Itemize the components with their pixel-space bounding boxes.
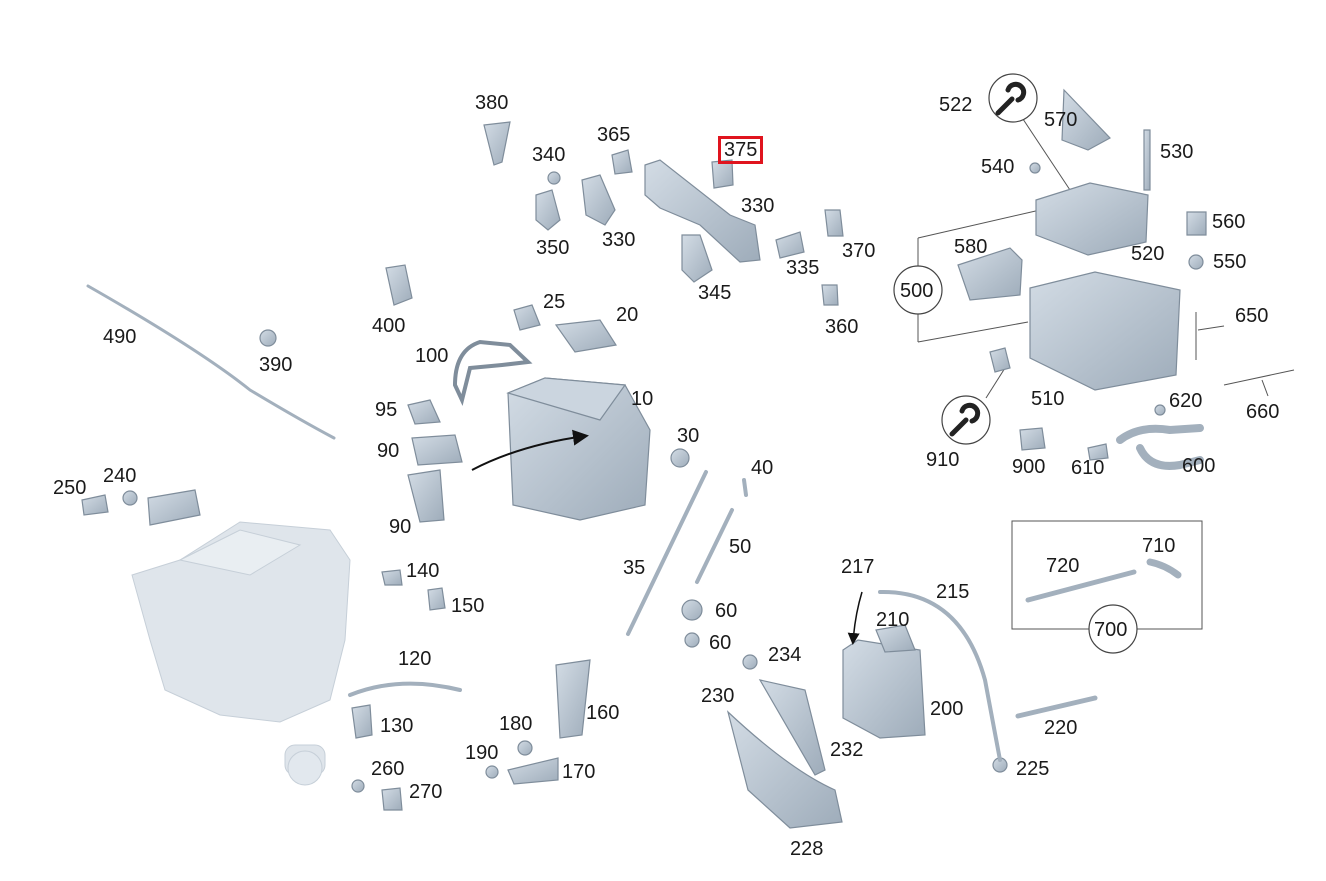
- label-620[interactable]: 620: [1169, 390, 1203, 412]
- label-520[interactable]: 520: [1131, 243, 1165, 265]
- wrench-icon-522: [988, 73, 1038, 123]
- label-530[interactable]: 530: [1160, 141, 1194, 163]
- label-700[interactable]: 700: [1094, 619, 1128, 641]
- label-230[interactable]: 230: [701, 685, 735, 707]
- label-160[interactable]: 160: [586, 702, 620, 724]
- wrench-icon-910: [941, 395, 991, 445]
- label-217[interactable]: 217: [841, 556, 875, 578]
- label-370[interactable]: 370: [842, 240, 876, 262]
- label-228[interactable]: 228: [790, 838, 824, 860]
- label-232[interactable]: 232: [830, 739, 864, 761]
- label-250[interactable]: 250: [53, 477, 87, 499]
- label-550[interactable]: 550: [1213, 251, 1247, 273]
- pipe-710: [1146, 558, 1182, 579]
- label-360[interactable]: 360: [825, 316, 859, 338]
- label-260[interactable]: 260: [371, 758, 405, 780]
- label-390[interactable]: 390: [259, 354, 293, 376]
- label-225[interactable]: 225: [1016, 758, 1050, 780]
- rod-35: [626, 470, 708, 636]
- label-60-top[interactable]: 60: [715, 600, 738, 622]
- label-490[interactable]: 490: [103, 326, 137, 348]
- group-700-circle: [1088, 604, 1138, 654]
- label-270[interactable]: 270: [409, 781, 443, 803]
- label-180[interactable]: 180: [499, 713, 533, 735]
- aux-battery-arrow: [847, 591, 863, 645]
- pipe-600: [1116, 424, 1204, 470]
- label-600[interactable]: 600: [1182, 455, 1216, 477]
- label-720[interactable]: 720: [1046, 555, 1080, 577]
- label-90-top[interactable]: 90: [377, 440, 400, 462]
- label-120[interactable]: 120: [398, 648, 432, 670]
- label-560[interactable]: 560: [1212, 211, 1246, 233]
- cable-215: [878, 589, 1002, 762]
- label-350[interactable]: 350: [536, 237, 570, 259]
- label-335[interactable]: 335: [786, 257, 820, 279]
- rod-50: [695, 508, 734, 584]
- label-900[interactable]: 900: [1012, 456, 1046, 478]
- label-365[interactable]: 365: [597, 124, 631, 146]
- label-215[interactable]: 215: [936, 581, 970, 603]
- label-140[interactable]: 140: [406, 560, 440, 582]
- label-340[interactable]: 340: [532, 144, 566, 166]
- engine-illustration: [131, 521, 351, 776]
- aux-battery: [842, 639, 926, 739]
- label-234[interactable]: 234: [768, 644, 802, 666]
- label-345[interactable]: 345: [698, 282, 732, 304]
- rod-40: [742, 478, 748, 497]
- label-330-right[interactable]: 330: [741, 195, 775, 217]
- label-510[interactable]: 510: [1031, 388, 1065, 410]
- label-20[interactable]: 20: [616, 304, 639, 326]
- label-100[interactable]: 100: [415, 345, 449, 367]
- label-50[interactable]: 50: [729, 536, 752, 558]
- label-220[interactable]: 220: [1044, 717, 1078, 739]
- label-650[interactable]: 650: [1235, 305, 1269, 327]
- label-400[interactable]: 400: [372, 315, 406, 337]
- label-150[interactable]: 150: [451, 595, 485, 617]
- label-210[interactable]: 210: [876, 609, 910, 631]
- label-500[interactable]: 500: [900, 280, 934, 302]
- label-540[interactable]: 540: [981, 156, 1015, 178]
- small-parts: [81, 88, 1207, 829]
- cross-member: [483, 121, 844, 306]
- label-710[interactable]: 710: [1142, 535, 1176, 557]
- label-130[interactable]: 130: [380, 715, 414, 737]
- label-10[interactable]: 10: [631, 388, 654, 410]
- label-910[interactable]: 910: [926, 449, 960, 471]
- label-95[interactable]: 95: [375, 399, 398, 421]
- cable-490: [86, 284, 336, 440]
- label-610[interactable]: 610: [1071, 457, 1105, 479]
- cables: [86, 284, 1204, 762]
- label-90-bottom[interactable]: 90: [389, 516, 412, 538]
- label-522[interactable]: 522: [939, 94, 973, 116]
- label-35[interactable]: 35: [623, 557, 646, 579]
- label-60-bottom[interactable]: 60: [709, 632, 732, 654]
- label-660[interactable]: 660: [1246, 401, 1280, 423]
- main-battery: [506, 377, 651, 521]
- label-380[interactable]: 380: [475, 92, 509, 114]
- rod-720: [1025, 569, 1137, 603]
- label-30[interactable]: 30: [677, 425, 700, 447]
- group-500-circle: [893, 265, 943, 315]
- label-200[interactable]: 200: [930, 698, 964, 720]
- alternator: [287, 750, 323, 786]
- label-25[interactable]: 25: [543, 291, 566, 313]
- control-unit: [957, 182, 1181, 391]
- label-375[interactable]: 375: [717, 136, 764, 164]
- label-580[interactable]: 580: [954, 236, 988, 258]
- label-170[interactable]: 170: [562, 761, 596, 783]
- label-240[interactable]: 240: [103, 465, 137, 487]
- label-190[interactable]: 190: [465, 742, 499, 764]
- battery-arrow: [471, 429, 589, 471]
- label-570[interactable]: 570: [1044, 109, 1078, 131]
- label-40[interactable]: 40: [751, 457, 774, 479]
- cable-120: [348, 681, 462, 697]
- label-330-left[interactable]: 330: [602, 229, 636, 251]
- rod-220: [1015, 695, 1098, 719]
